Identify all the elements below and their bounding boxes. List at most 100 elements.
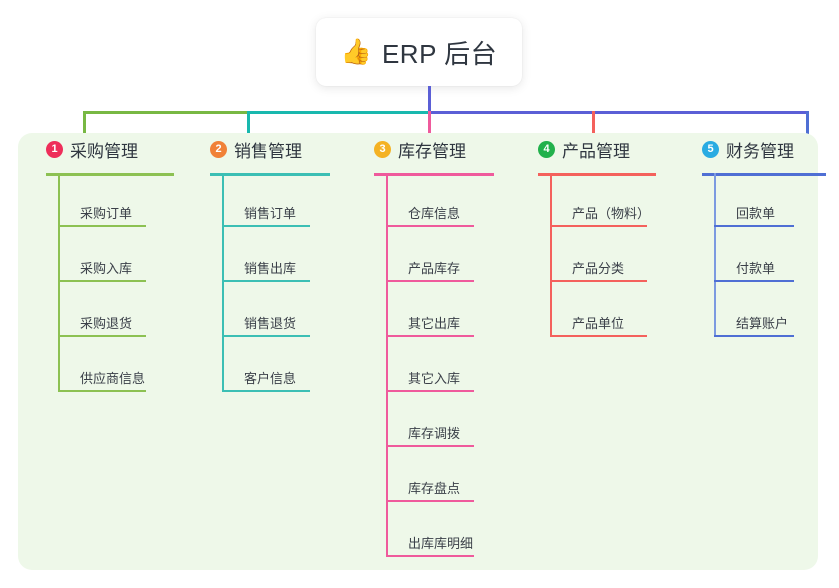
connector-drop-purchase	[83, 111, 86, 145]
branch-underline	[374, 173, 494, 176]
branch-underline	[210, 173, 330, 176]
leaf-label: 产品（物料）	[572, 206, 651, 221]
branch-column-sales[interactable]: 2 销售管理销售订单销售出库销售退货客户信息	[192, 133, 342, 392]
leaf-underline	[386, 225, 474, 227]
leaf-node[interactable]: 产品库存	[386, 238, 474, 282]
branch-underline	[538, 173, 656, 176]
branch-column-inventory[interactable]: 3 库存管理仓库信息产品库存其它出库其它入库库存调拨库存盘点出库库明细	[356, 133, 506, 557]
branch-title: 销售管理	[234, 141, 302, 161]
branch-header-sales[interactable]: 2 销售管理	[192, 133, 342, 165]
branch-title: 库存管理	[398, 141, 466, 161]
leaf-underline	[222, 225, 310, 227]
branch-spine	[550, 173, 552, 337]
branch-spine	[222, 173, 224, 392]
connector-seg-teal	[247, 111, 428, 114]
leaf-underline	[386, 335, 474, 337]
leaf-label: 供应商信息	[80, 371, 146, 386]
leaf-node[interactable]: 采购入库	[58, 238, 146, 282]
leaf-label: 结算账户	[736, 316, 789, 331]
leaf-node[interactable]: 供应商信息	[58, 348, 146, 392]
leaf-node[interactable]: 采购订单	[58, 183, 146, 227]
leaf-node[interactable]: 库存盘点	[386, 458, 474, 502]
branch-spine	[386, 173, 388, 557]
leaf-label: 产品库存	[408, 261, 461, 276]
leaf-label: 销售退货	[244, 316, 297, 331]
leaf-underline	[386, 500, 474, 502]
leaf-node[interactable]: 产品（物料）	[550, 183, 651, 227]
leaf-underline	[386, 445, 474, 447]
branch-column-product[interactable]: 4 产品管理产品（物料） 产品分类产品单位	[520, 133, 670, 337]
leaf-label: 采购入库	[80, 261, 133, 276]
leaf-label: 采购订单	[80, 206, 133, 221]
leaf-label: 采购退货	[80, 316, 133, 331]
leaf-label: 客户信息	[244, 371, 297, 386]
root-node-card[interactable]: 👍 ERP 后台	[316, 18, 522, 86]
leaf-underline	[386, 280, 474, 282]
branch-header-product[interactable]: 4 产品管理	[520, 133, 670, 165]
branch-number-badge: 1	[46, 140, 63, 158]
leaf-label: 仓库信息	[408, 206, 461, 221]
branch-title: 产品管理	[562, 141, 630, 161]
leaf-node[interactable]: 采购退货	[58, 293, 146, 337]
leaf-node[interactable]: 结算账户	[714, 293, 794, 337]
root-node-title: ERP 后台	[381, 38, 498, 69]
leaf-underline	[222, 390, 310, 392]
leaf-underline	[714, 335, 794, 337]
leaf-label: 付款单	[736, 261, 776, 276]
root-stem	[428, 86, 431, 113]
leaf-label: 库存盘点	[408, 481, 461, 496]
leaf-underline	[714, 225, 794, 227]
leaf-underline	[386, 555, 474, 557]
leaf-label: 库存调拨	[408, 426, 461, 441]
branch-number-badge: 5	[702, 140, 719, 158]
leaf-label: 销售出库	[244, 261, 297, 276]
leaf-node[interactable]: 回款单	[714, 183, 794, 227]
branch-header-inventory[interactable]: 3 库存管理	[356, 133, 506, 165]
leaf-underline	[58, 225, 146, 227]
leaf-node[interactable]: 其它出库	[386, 293, 474, 337]
connector-seg-green	[83, 111, 247, 114]
branch-spine	[58, 173, 60, 392]
leaf-node[interactable]: 销售退货	[222, 293, 310, 337]
leaf-label: 产品分类	[572, 261, 625, 276]
leaf-node[interactable]: 销售订单	[222, 183, 310, 227]
leaf-underline	[58, 390, 146, 392]
leaf-node[interactable]: 产品单位	[550, 293, 647, 337]
leaf-underline	[386, 390, 474, 392]
branch-underline	[702, 173, 826, 176]
branch-spine	[714, 173, 716, 337]
leaf-node[interactable]: 销售出库	[222, 238, 310, 282]
leaf-label: 其它出库	[408, 316, 461, 331]
branch-number-badge: 2	[210, 140, 227, 158]
leaf-underline	[550, 335, 647, 337]
leaf-node[interactable]: 其它入库	[386, 348, 474, 392]
leaf-underline	[714, 280, 794, 282]
branch-number-badge: 3	[374, 140, 391, 158]
connector-drop-product	[592, 111, 595, 145]
leaf-node[interactable]: 产品分类	[550, 238, 647, 282]
leaf-label: 其它入库	[408, 371, 461, 386]
leaf-node[interactable]: 付款单	[714, 238, 794, 282]
leaf-underline	[550, 225, 647, 227]
leaf-label: 产品单位	[572, 316, 625, 331]
connector-drop-sales	[247, 111, 250, 145]
leaf-node[interactable]: 库存调拨	[386, 403, 474, 447]
connector-drop-finance	[806, 111, 809, 145]
leaf-underline	[222, 280, 310, 282]
leaf-label: 销售订单	[244, 206, 297, 221]
connector-seg-blue	[428, 111, 807, 114]
leaf-underline	[222, 335, 310, 337]
thumbs-up-icon: 👍	[340, 37, 372, 66]
leaf-node[interactable]: 客户信息	[222, 348, 310, 392]
branch-number-badge: 4	[538, 140, 555, 158]
leaf-underline	[550, 280, 647, 282]
leaf-underline	[58, 335, 146, 337]
leaf-node[interactable]: 仓库信息	[386, 183, 474, 227]
leaf-node[interactable]: 出库库明细	[386, 513, 474, 557]
leaf-underline	[58, 280, 146, 282]
